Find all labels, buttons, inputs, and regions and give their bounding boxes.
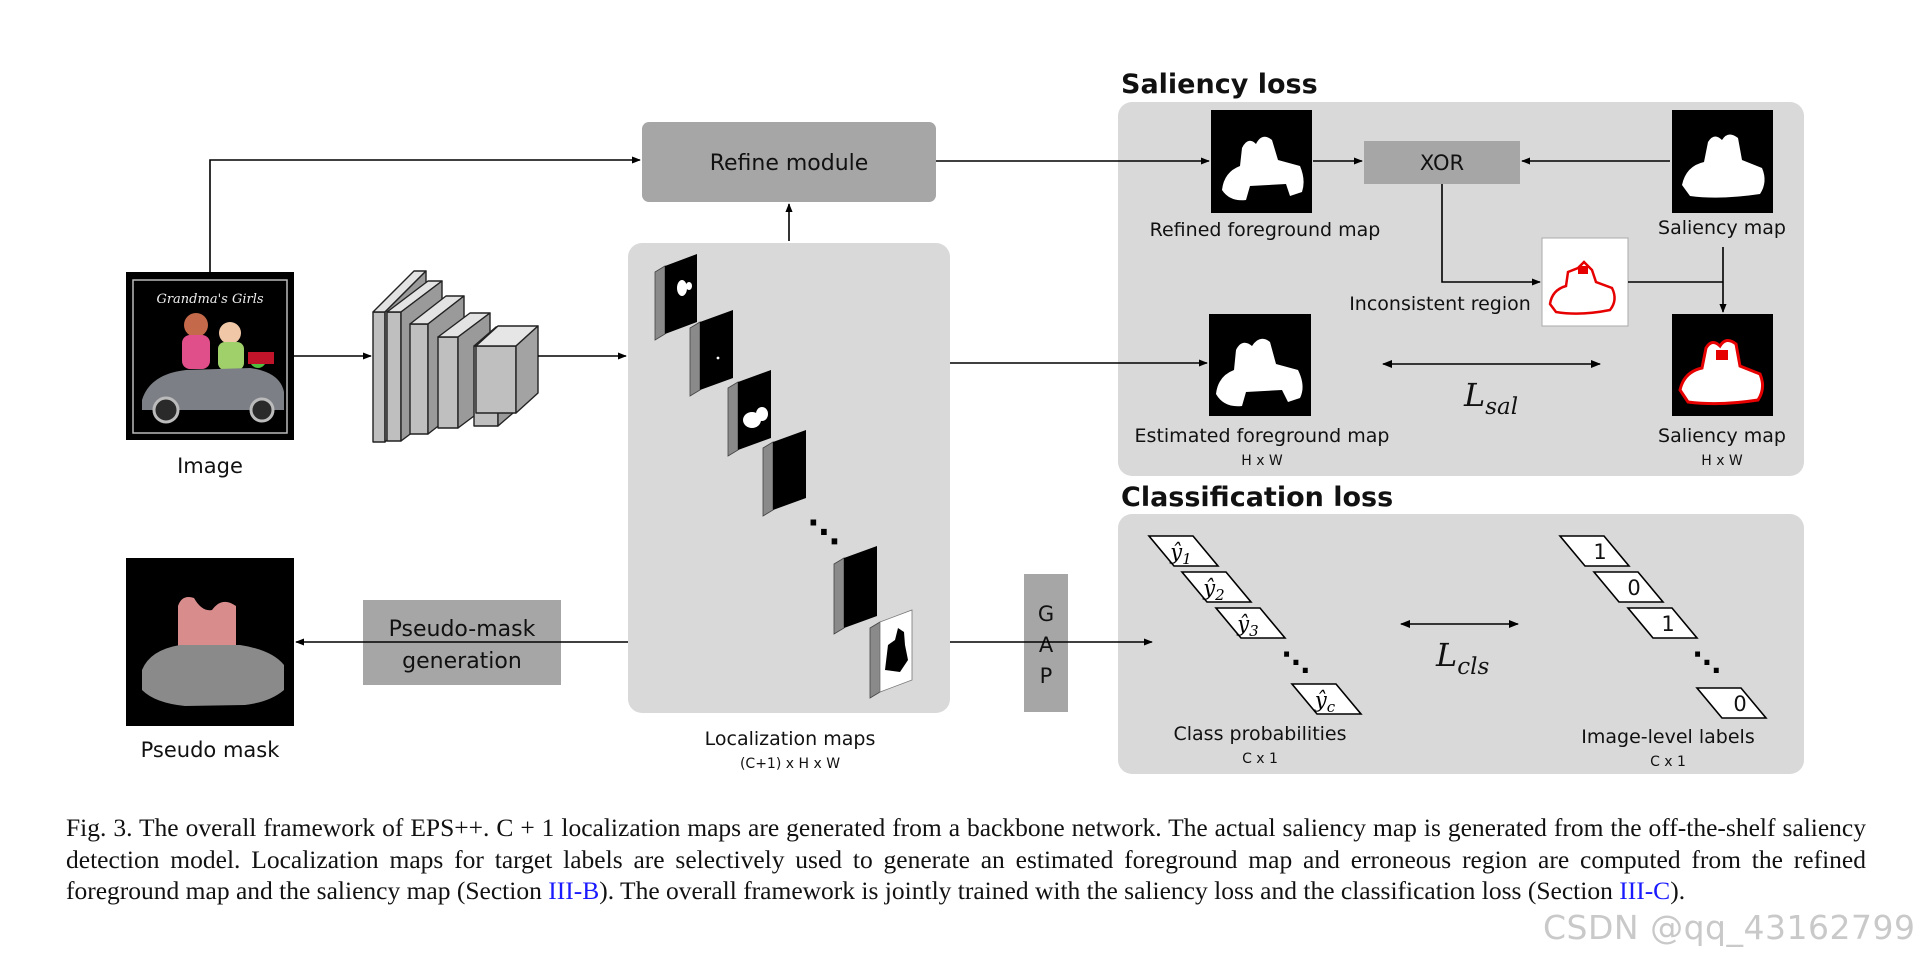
localization-map-1 (654, 254, 697, 341)
image-label-cell-2: 0 (1592, 571, 1665, 603)
class-probabilities-vector: ŷ1 ŷ2 ŷ3 ⋱ ŷc (1147, 535, 1363, 716)
caption-text-1: Fig. 3. The overall framework of EPS++. … (66, 813, 1866, 905)
classification-loss-symbol: Lcls (1435, 636, 1489, 680)
svg-text:0: 0 (1733, 692, 1746, 716)
xor-label: XOR (1420, 151, 1464, 175)
svg-text:1: 1 (1661, 612, 1674, 636)
saliency-map-bottom-label: Saliency map (1658, 425, 1786, 447)
saliency-map-top-label: Saliency map (1658, 217, 1786, 239)
class-prob-cell-3: ŷ3 (1214, 607, 1287, 640)
svg-text:0: 0 (1627, 576, 1640, 600)
gap-letter-p: P (1040, 664, 1053, 688)
localization-map-6 (869, 609, 913, 699)
gap-letter-g: G (1038, 602, 1054, 626)
refine-module-box (642, 122, 936, 202)
arrow-xor-to-inconsistent (1441, 184, 1541, 286)
pseudo-mask-label: Pseudo mask (141, 738, 281, 762)
image-label-cell-c: 0 (1695, 687, 1768, 719)
estimated-foreground-map-label: Estimated foreground map (1135, 425, 1390, 447)
image-label-cell-1: 1 (1558, 535, 1631, 567)
localization-maps-label: Localization maps (705, 728, 876, 750)
arrows (209, 156, 1727, 646)
svg-text:ŷ1: ŷ1 (1169, 540, 1191, 568)
classification-loss-title: Classification loss (1121, 482, 1393, 513)
svg-text:ŷc: ŷc (1314, 688, 1336, 716)
localization-map-2 (689, 310, 733, 397)
image-label-ellipsis: ⋱ (1693, 646, 1721, 679)
image-inner-caption: Grandma's Girls (156, 292, 263, 307)
pseudo-mask-generation-line1: Pseudo-mask (389, 617, 536, 642)
localization-map-stack: ⋱ (654, 254, 913, 699)
backbone-network (372, 270, 539, 443)
caption-text-2: ). The overall framework is jointly trai… (599, 876, 1620, 905)
inconsistent-region-map (1541, 237, 1629, 327)
refined-foreground-map (1211, 110, 1312, 213)
svg-text:ŷ2: ŷ2 (1202, 576, 1224, 604)
svg-text:1: 1 (1593, 540, 1606, 564)
gap-box (1024, 574, 1068, 712)
image-label-cell-3: 1 (1626, 607, 1699, 639)
saliency-loss-symbol: Lsal (1463, 376, 1518, 420)
caption-text-3: ). (1670, 876, 1686, 905)
caption-link-section-iii-c[interactable]: III-C (1619, 876, 1671, 905)
svg-text:ŷ3: ŷ3 (1236, 612, 1258, 640)
classification-loss-subscript: cls (1457, 654, 1489, 680)
saliency-loss-subscript: sal (1485, 394, 1518, 420)
class-prob-ellipsis: ⋱ (1282, 646, 1310, 679)
estimated-foreground-map-dims: H x W (1241, 453, 1283, 469)
estimated-foreground-map (1209, 314, 1311, 416)
localization-map-4 (762, 430, 806, 517)
image-level-labels-vector: 1 0 1 ⋱ 0 (1558, 535, 1768, 719)
figure-caption: Fig. 3. The overall framework of EPS++. … (66, 812, 1866, 907)
saliency-map-top (1672, 110, 1773, 213)
arrow-image-to-refine (209, 156, 641, 272)
localization-stack-ellipsis: ⋱ (808, 513, 840, 551)
saliency-loss-title: Saliency loss (1121, 69, 1318, 100)
localization-map-3 (727, 370, 771, 457)
class-prob-cell-1: ŷ1 (1147, 535, 1220, 568)
gap-letter-a: A (1039, 633, 1054, 657)
xor-box (1364, 141, 1520, 184)
watermark: CSDN @qq_43162799 (1543, 908, 1916, 947)
image-label: Image (177, 454, 243, 478)
class-prob-cell-c: ŷc (1290, 683, 1363, 716)
image-level-labels-label: Image-level labels (1581, 726, 1754, 748)
class-probabilities-dims: C x 1 (1242, 751, 1278, 767)
input-image: Grandma's Girls (126, 272, 294, 440)
localization-map-5 (833, 546, 877, 635)
refined-foreground-map-label: Refined foreground map (1150, 219, 1381, 241)
class-probabilities-label: Class probabilities (1173, 723, 1346, 745)
caption-link-section-iii-b[interactable]: III-B (548, 876, 600, 905)
class-prob-cell-2: ŷ2 (1180, 571, 1253, 604)
pseudo-mask-generation-line2: generation (402, 649, 522, 674)
refine-module-label: Refine module (710, 151, 869, 176)
localization-maps-dims: (C+1) x H x W (740, 756, 840, 772)
pseudo-mask-image (126, 558, 294, 726)
image-level-labels-dims: C x 1 (1650, 754, 1686, 770)
inconsistent-region-label: Inconsistent region (1349, 293, 1531, 315)
saliency-map-bottom-dims: H x W (1701, 453, 1743, 469)
saliency-map-bottom (1672, 314, 1773, 416)
